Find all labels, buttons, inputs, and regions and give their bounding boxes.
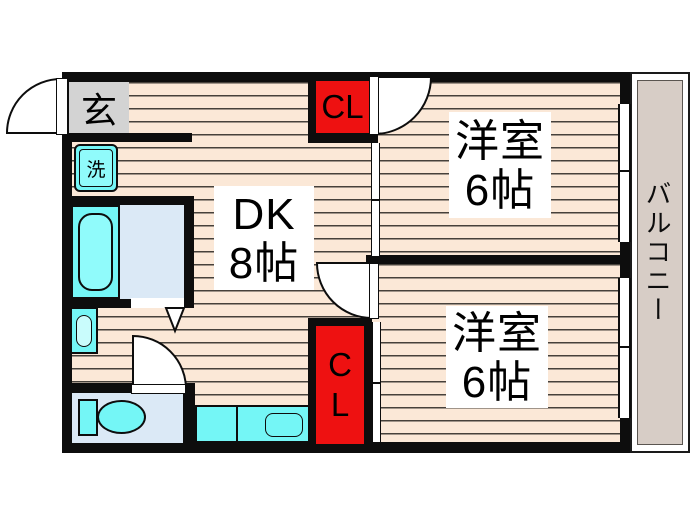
window-upper-room	[618, 104, 631, 242]
dk-partition-slider	[371, 143, 380, 256]
slider-tick	[373, 382, 380, 384]
counter-divider	[236, 407, 238, 441]
upper-room-label: 洋室 6帖	[449, 112, 551, 218]
lower-room-name: 洋室	[452, 309, 542, 358]
bathroom-floor	[120, 205, 184, 299]
upper-room-size: 6帖	[464, 166, 536, 216]
toilet-door-leaf	[131, 384, 186, 394]
entrance-inner-wall	[62, 133, 192, 142]
washer-inner: 洗	[79, 149, 113, 187]
vanity-basin	[76, 315, 92, 347]
closet-upper: CL	[316, 81, 369, 133]
lower-room-label: 洋室 6帖	[446, 306, 548, 408]
closet-lower-label-l: L	[330, 386, 350, 423]
window-mullion	[620, 346, 629, 348]
dk-name: DK	[232, 190, 296, 239]
vanity-sink	[70, 307, 98, 354]
entrance-door-leaf	[56, 78, 68, 135]
washer-box: 洗	[74, 144, 118, 192]
upper-room-name: 洋室	[455, 117, 545, 166]
kitchen-sink	[265, 413, 303, 437]
balcony-deck	[637, 80, 683, 445]
toilet-bowl	[97, 400, 146, 434]
washer-label: 洗	[86, 159, 106, 181]
closet-lower: C L	[316, 326, 364, 444]
window-mullion	[620, 170, 629, 172]
lower-room-door-arc	[315, 262, 373, 320]
window-lower-room	[618, 278, 631, 418]
entrance-label: 玄	[80, 89, 117, 131]
lower-room-size: 6帖	[461, 358, 533, 408]
toilet-door-arc	[132, 334, 188, 390]
interroom-wall	[366, 255, 630, 264]
dk-size: 8帖	[228, 239, 300, 289]
closet-lower-label-c: C	[328, 346, 352, 384]
balcony-label: バルコニー	[642, 180, 672, 325]
entrance-area: 玄	[69, 82, 129, 133]
upper-room-door-arc	[373, 76, 433, 136]
dk-label: DK 8帖	[214, 186, 314, 290]
upper-room-door-leaf	[369, 76, 379, 135]
lower-room-door-leaf	[369, 263, 379, 319]
closet-upper-label: CL	[321, 88, 364, 125]
bathroom-folding-door-marker	[164, 307, 186, 334]
closet-lower-slider	[372, 322, 381, 442]
slider-tick	[372, 199, 379, 201]
bathtub-inner	[78, 213, 113, 291]
toilet-wall-right	[183, 383, 195, 453]
bathroom-door-opening	[131, 298, 184, 308]
entrance-door-arc	[5, 77, 62, 134]
bathtub	[71, 205, 120, 299]
toilet-wall-top	[62, 383, 132, 393]
